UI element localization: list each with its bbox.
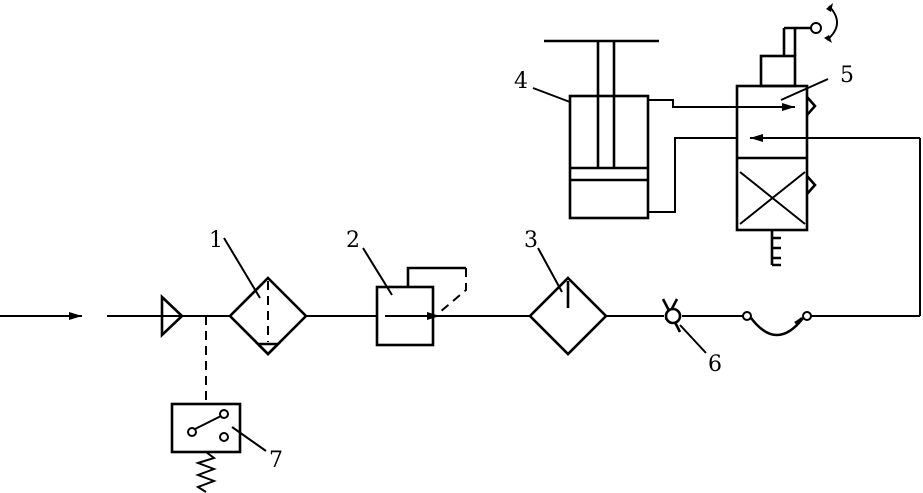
label-4: 4 (514, 69, 528, 94)
label-7: 7 (269, 448, 283, 473)
label-2: 2 (346, 228, 360, 253)
cylinder-symbol: 4 (514, 39, 659, 220)
control-valve-symbol: 5 (735, 3, 854, 267)
label-5: 5 (840, 63, 854, 88)
check-valve-symbol: 6 (661, 298, 722, 377)
label-6: 6 (708, 352, 722, 377)
regulator-symbol: 2 (346, 228, 467, 347)
cylinder-pipes (648, 99, 807, 213)
label-3: 3 (524, 228, 538, 253)
lubricator-symbol: 3 (524, 228, 608, 356)
label-1: 1 (209, 228, 223, 253)
main-pipe (107, 137, 921, 317)
pressure-switch-symbol: 7 (170, 402, 283, 493)
rotary-joint-symbol (742, 311, 812, 337)
source-connector (160, 293, 184, 339)
filter-symbol: 1 (209, 228, 308, 356)
